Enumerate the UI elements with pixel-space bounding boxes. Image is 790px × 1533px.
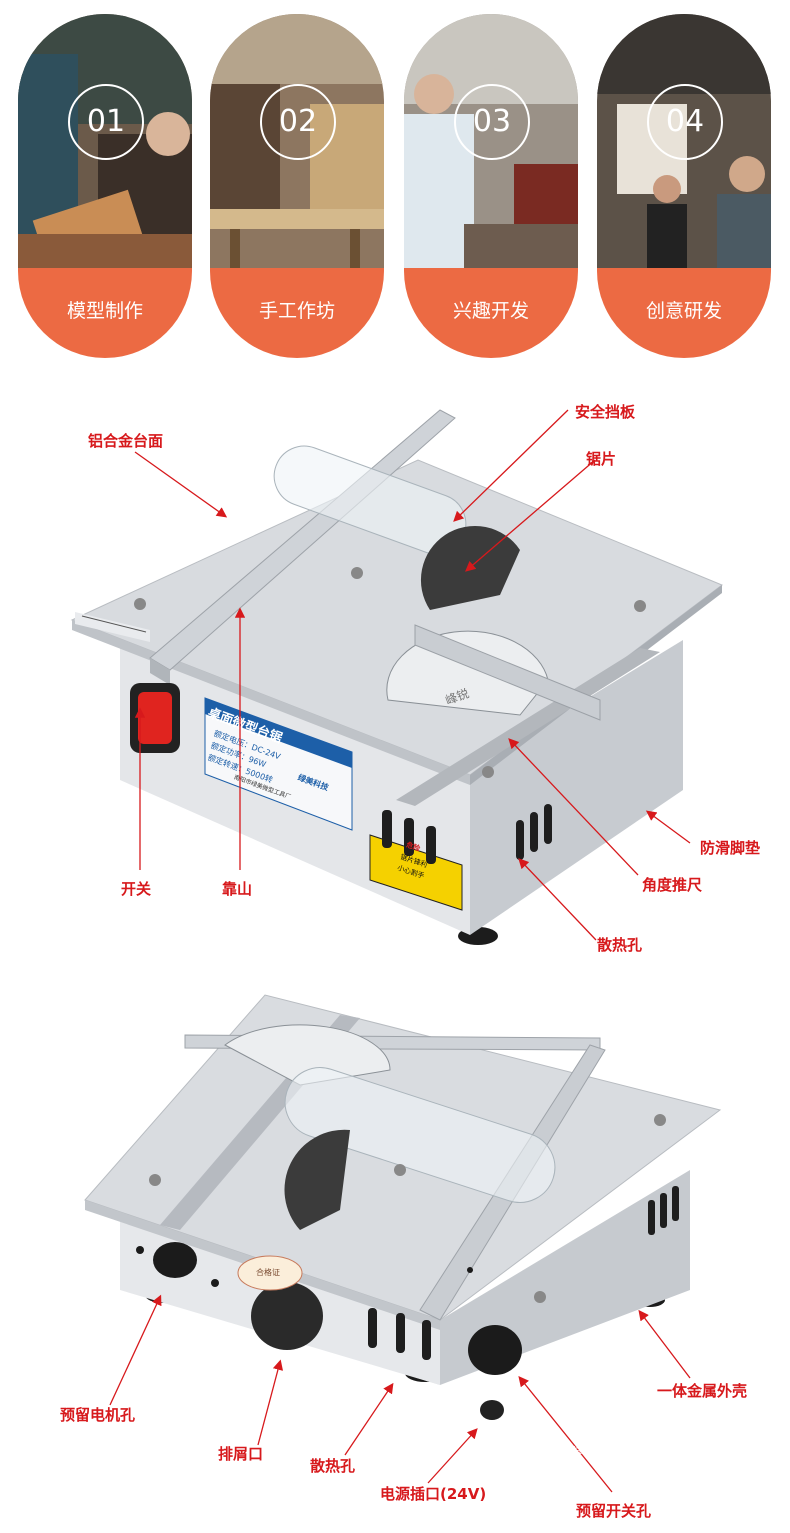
card-label: 创意研发 [597, 268, 771, 358]
callout-motor-hole: 预留电机孔 [60, 1406, 136, 1424]
card-label: 模型制作 [18, 268, 192, 358]
card-number: 04 [647, 84, 723, 160]
callout-vents-front: 散热孔 [597, 936, 643, 954]
card-number: 02 [260, 84, 336, 160]
callout-metal-shell: 一体金属外壳 [657, 1382, 748, 1400]
workshop-photo [210, 14, 384, 268]
callout-anti-slip-feet: 防滑脚垫 [700, 839, 761, 857]
callout-fence: 靠山 [222, 880, 253, 898]
usage-cards: 01 模型制作 02 手工作坊 03 兴趣开发 [0, 0, 790, 370]
card-creative-research: 04 创意研发 [597, 14, 771, 358]
card-handcraft-workshop: 02 手工作坊 [210, 14, 384, 358]
callout-chip-outlet: 排屑口 [218, 1445, 264, 1463]
callout-switch: 开关 [121, 880, 152, 898]
callout-vents-back: 散热孔 [310, 1457, 356, 1475]
front-ruler [75, 612, 150, 642]
callout-miter-gauge: 角度推尺 [642, 876, 703, 894]
certificate-sticker [237, 1255, 303, 1291]
card-number: 03 [454, 84, 530, 160]
card-label: 手工作坊 [210, 268, 384, 358]
certificate-text: 合格证 [256, 1268, 280, 1277]
table-saw-back-view [84, 994, 722, 1420]
card-interest-development: 03 兴趣开发 [404, 14, 578, 358]
nameplate [204, 697, 353, 831]
card-number: 01 [68, 84, 144, 160]
callout-switch-hole: 预留开关孔 [576, 1502, 652, 1520]
callout-table-top: 铝合金台面 [88, 432, 164, 450]
workshop-photo [18, 14, 192, 268]
watermark: 荆门市东宝区松海 [470, 1446, 582, 1462]
card-label: 兴趣开发 [404, 268, 578, 358]
callout-safety-guard: 安全挡板 [575, 403, 636, 421]
card-model-making: 01 模型制作 [18, 14, 192, 358]
callout-power-port: 电源插口(24V) [380, 1485, 487, 1503]
callout-blade: 锯片 [586, 450, 617, 468]
workshop-photo [597, 14, 771, 268]
